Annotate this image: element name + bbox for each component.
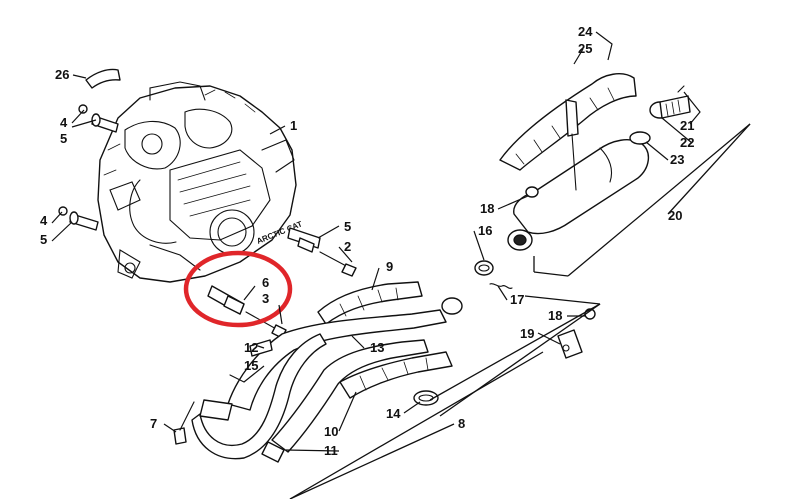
callout-18-upper: 18 [480,201,494,216]
callout-25: 25 [578,41,592,56]
callout-19: 19 [520,326,534,341]
callout-14: 14 [386,406,401,421]
highlight-circle [183,250,293,328]
callout-24: 24 [578,24,593,39]
callout-15: 15 [244,358,258,373]
callout-21: 21 [680,118,694,133]
callout-12: 12 [244,340,258,355]
callout-5-lower: 5 [40,232,47,247]
callout-7: 7 [150,416,157,431]
callout-20: 20 [668,208,682,223]
callout-5-right: 5 [344,219,351,234]
group-brackets [289,123,751,499]
engine-bolt-parts [58,68,357,339]
callout-5-upper: 5 [60,131,67,146]
head-pipes [173,281,453,463]
callout-13: 13 [370,340,384,355]
leader-lines [51,31,701,452]
callout-10: 10 [324,424,338,439]
callout-16: 16 [478,223,492,238]
callout-18-lower: 18 [548,308,562,323]
callout-17: 17 [510,292,524,307]
callout-4-upper: 4 [60,115,68,130]
callout-6: 6 [262,275,269,290]
callout-1: 1 [290,118,297,133]
callout-2: 2 [344,239,351,254]
callout-3: 3 [262,291,269,306]
callout-26: 26 [55,67,69,82]
engine-assembly: ARCTIC CAT [97,81,304,283]
callout-23: 23 [670,152,684,167]
gasket-part-26 [85,68,121,89]
muffler-assembly [441,73,691,359]
callout-22: 22 [680,135,694,150]
callout-4-lower: 4 [40,213,48,228]
callout-8: 8 [458,416,465,431]
callout-labels: 26 4 5 4 5 1 5 2 6 3 9 12 15 13 7 14 8 1… [40,24,694,458]
callout-11: 11 [324,443,338,458]
callout-9: 9 [386,259,393,274]
